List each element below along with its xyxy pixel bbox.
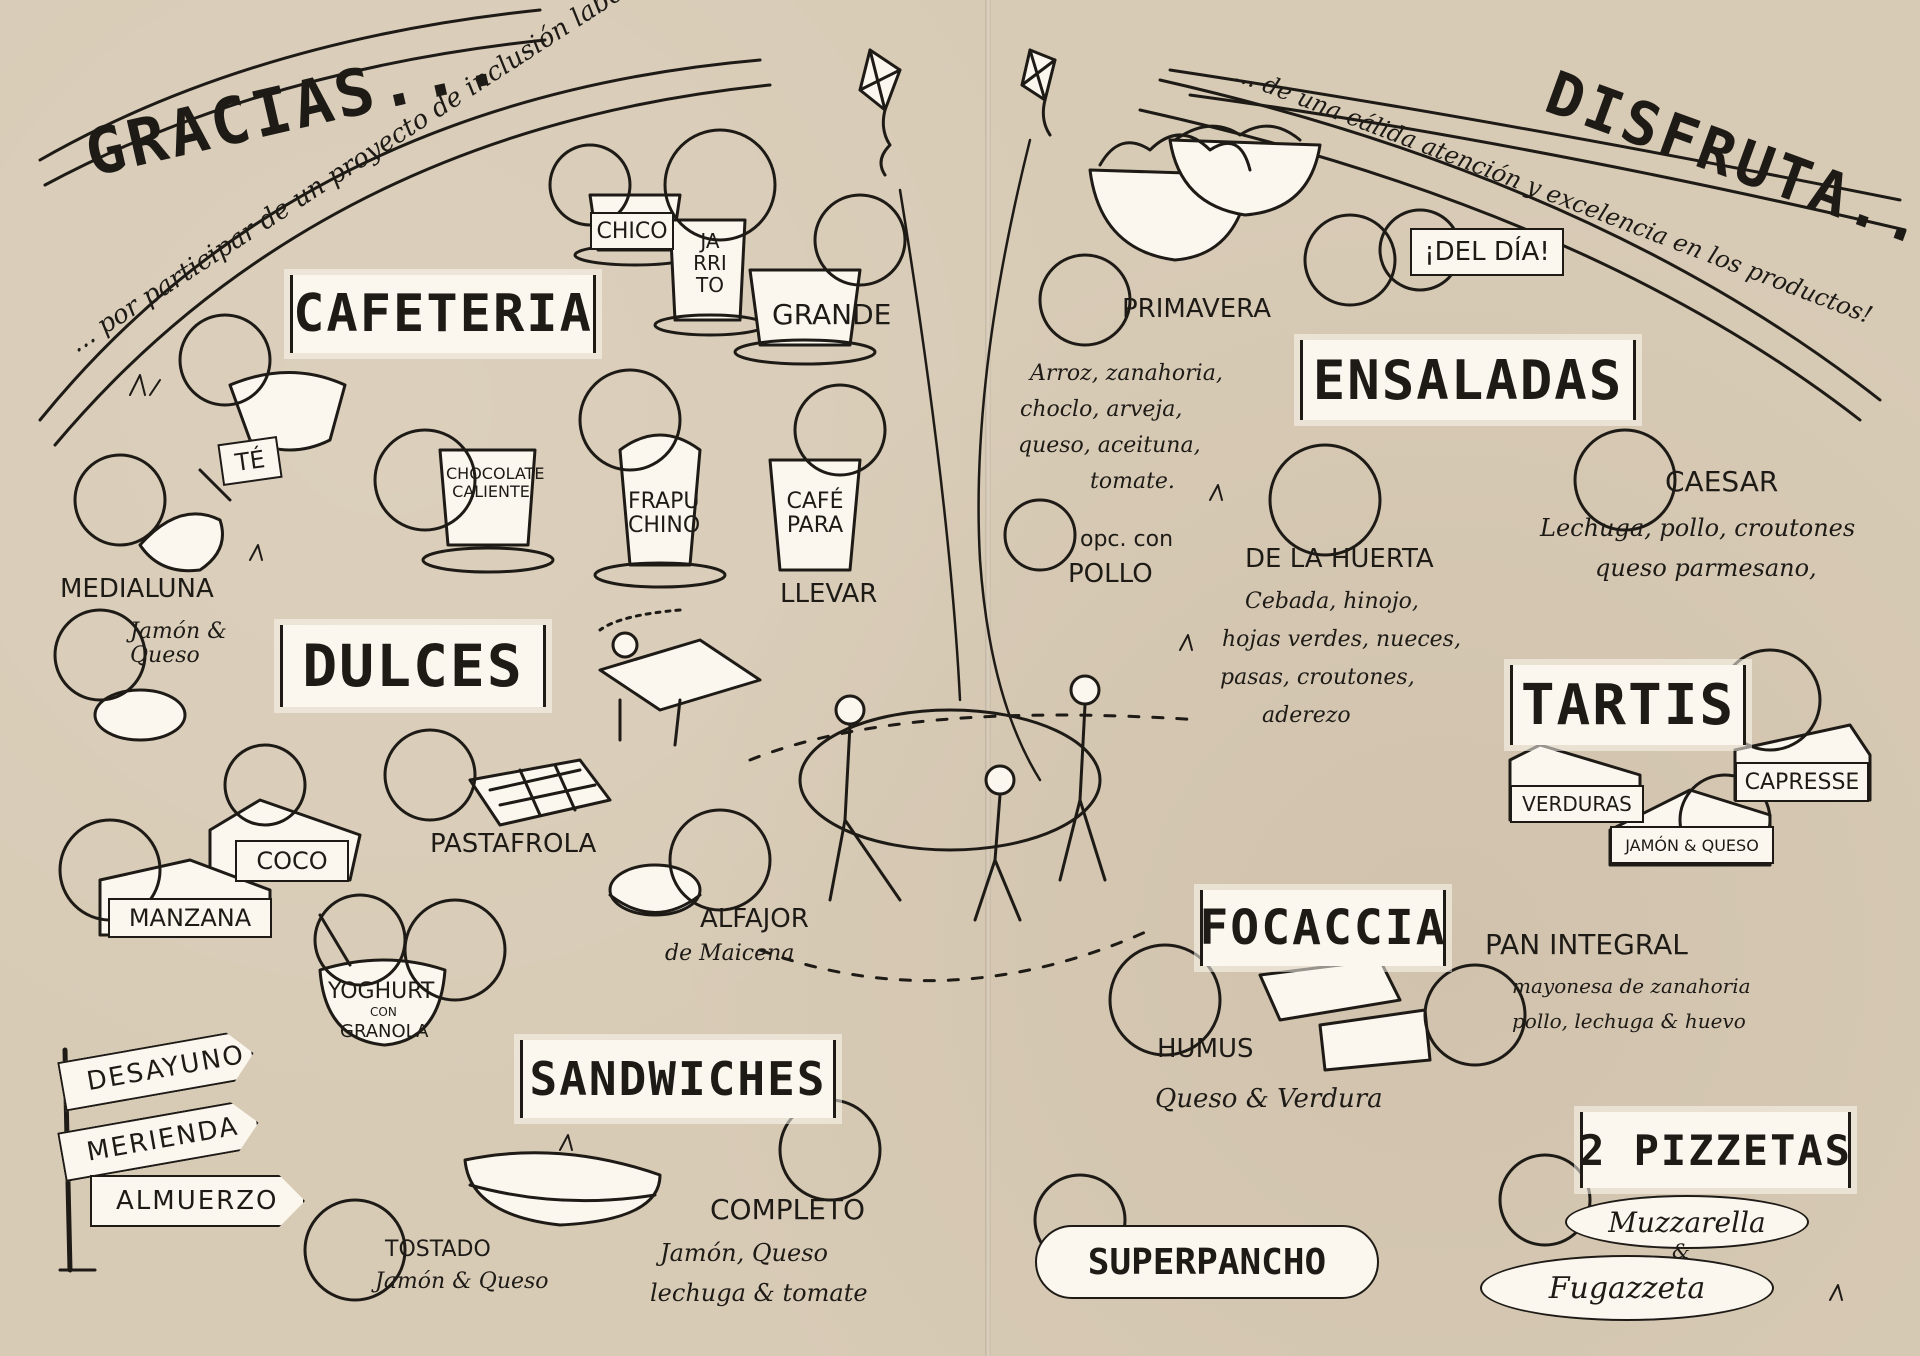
header-arc-right-3 bbox=[1158, 78, 1882, 402]
bench-person bbox=[598, 608, 762, 747]
item-primavera-line4: tomate. bbox=[1090, 469, 1175, 494]
section-title-dulces: DULCES bbox=[280, 625, 546, 707]
yoghurt-bowl bbox=[313, 893, 507, 1047]
dancing-figures bbox=[748, 674, 1202, 983]
section-title-tartis: TARTIS bbox=[1510, 665, 1746, 745]
del-dia-tag: ¡DEL DÍA! bbox=[1410, 228, 1564, 276]
pastafrola-drawing bbox=[383, 728, 612, 827]
ensalada-circles bbox=[1003, 428, 1677, 572]
item-yoghurt-granola: GRANOLA bbox=[340, 1021, 429, 1042]
item-chocolate-caliente: CHOCOLATE CALIENTE bbox=[446, 464, 545, 501]
item-opc-line2: POLLO bbox=[1068, 559, 1153, 589]
header-arc-left-3 bbox=[38, 58, 762, 422]
item-alfajor: ALFAJOR bbox=[700, 904, 809, 934]
item-coco: COCO bbox=[235, 840, 349, 882]
item-yoghurt-con: CON bbox=[370, 1005, 397, 1019]
size-grande: GRANDE bbox=[772, 298, 892, 331]
header-arc-left-2 bbox=[43, 38, 547, 187]
item-primavera-line3: queso, aceituna, bbox=[1018, 433, 1201, 458]
item-primavera-line1: Arroz, zanahoria, bbox=[1030, 361, 1223, 386]
item-superpancho: SUPERPANCHO bbox=[1035, 1225, 1379, 1299]
item-medialuna-jamon-queso: Jamón & Queso bbox=[130, 619, 227, 669]
focaccia-drawing bbox=[1108, 943, 1527, 1072]
item-fugazzeta: Fugazzeta bbox=[1480, 1255, 1774, 1321]
item-opc-line1: opc. con bbox=[1080, 527, 1174, 552]
header-arc-right-2 bbox=[1188, 93, 1907, 232]
item-huerta-line4: aderezo bbox=[1262, 703, 1351, 728]
medialuna-drawing bbox=[73, 453, 224, 573]
item-huerta-line3: pasas, croutones, bbox=[1220, 665, 1415, 690]
item-caesar-line2: queso parmesano, bbox=[1595, 554, 1817, 582]
size-chico: CHICO bbox=[590, 212, 674, 250]
item-tostado: TOSTADO bbox=[385, 1237, 491, 1262]
item-huerta-line2: hojas verdes, nueces, bbox=[1222, 627, 1461, 652]
kite-left bbox=[858, 48, 962, 702]
takeaway-cup bbox=[768, 383, 887, 572]
item-pan-integral: PAN INTEGRAL bbox=[1485, 928, 1688, 961]
header-arc-left-4 bbox=[53, 83, 772, 447]
item-tostado-sub: Jamón & Queso bbox=[375, 1269, 549, 1294]
item-medialuna: MEDIALUNA bbox=[60, 574, 214, 604]
item-alfajor-sub: de Maicena bbox=[665, 941, 795, 966]
alfajor-drawing bbox=[608, 808, 772, 917]
item-completo-line2: lechuga & tomate bbox=[650, 1279, 868, 1307]
item-tarta-jamon-queso: JAMÓN & QUESO bbox=[1610, 826, 1774, 864]
item-manzana: MANZANA bbox=[108, 898, 272, 938]
size-jarrito: JA RRI TO bbox=[693, 229, 727, 297]
item-pan-line2: pollo, lechuga & huevo bbox=[1512, 1009, 1746, 1033]
item-caesar-line1: Lechuga, pollo, croutones bbox=[1540, 514, 1856, 542]
item-humus: HUMUS bbox=[1157, 1034, 1254, 1064]
section-title-focaccia: FOCACCIA bbox=[1199, 890, 1446, 966]
salad-bowls bbox=[1038, 124, 1397, 347]
item-te: TÉ bbox=[217, 436, 283, 486]
item-pan-line1: mayonesa de zanahoria bbox=[1512, 974, 1751, 998]
item-frapuchino: FRAPU CHINO bbox=[628, 489, 701, 539]
croissant-drawing bbox=[53, 608, 187, 742]
section-title-pizzetas: 2 PIZZETAS bbox=[1579, 1112, 1851, 1188]
item-primavera-line2: choclo, arveja, bbox=[1020, 397, 1183, 422]
kite-right bbox=[977, 48, 1057, 782]
frapuchino-cup bbox=[578, 368, 727, 589]
section-title-ensaladas: ENSALADAS bbox=[1300, 340, 1636, 420]
item-capresse: CAPRESSE bbox=[1735, 762, 1869, 802]
item-muzzarella: Muzzarella bbox=[1565, 1195, 1809, 1249]
item-yoghurt: YOGHURT bbox=[328, 979, 435, 1004]
item-llevar: LLEVAR bbox=[780, 579, 878, 609]
item-completo: COMPLETO bbox=[710, 1193, 866, 1226]
item-caesar: CAESAR bbox=[1665, 465, 1779, 498]
cup-grande bbox=[663, 128, 907, 366]
item-verduras: VERDURAS bbox=[1510, 785, 1644, 823]
item-cafe-para: CAFÉ PARA bbox=[786, 489, 844, 539]
item-huerta-line1: Cebada, hinojo, bbox=[1245, 589, 1419, 614]
chocolate-mug bbox=[373, 428, 555, 574]
header-arc-left-1 bbox=[38, 8, 542, 162]
header-arc-right-1 bbox=[1168, 68, 1902, 202]
item-pastafrola: PASTAFROLA bbox=[430, 829, 597, 859]
page-fold bbox=[985, 0, 991, 1356]
sign-almuerzo: ALMUERZO bbox=[90, 1175, 305, 1227]
section-title-cafeteria: CAFETERIA bbox=[290, 275, 596, 353]
section-title-sandwiches: SANDWICHES bbox=[520, 1040, 836, 1118]
item-completo-line1: Jamón, Queso bbox=[660, 1239, 828, 1267]
item-primavera: PRIMAVERA bbox=[1122, 294, 1271, 324]
item-queso-verdura: Queso & Verdura bbox=[1155, 1084, 1383, 1114]
grass-marks bbox=[129, 374, 1843, 1301]
item-de-la-huerta: DE LA HUERTA bbox=[1245, 544, 1434, 574]
